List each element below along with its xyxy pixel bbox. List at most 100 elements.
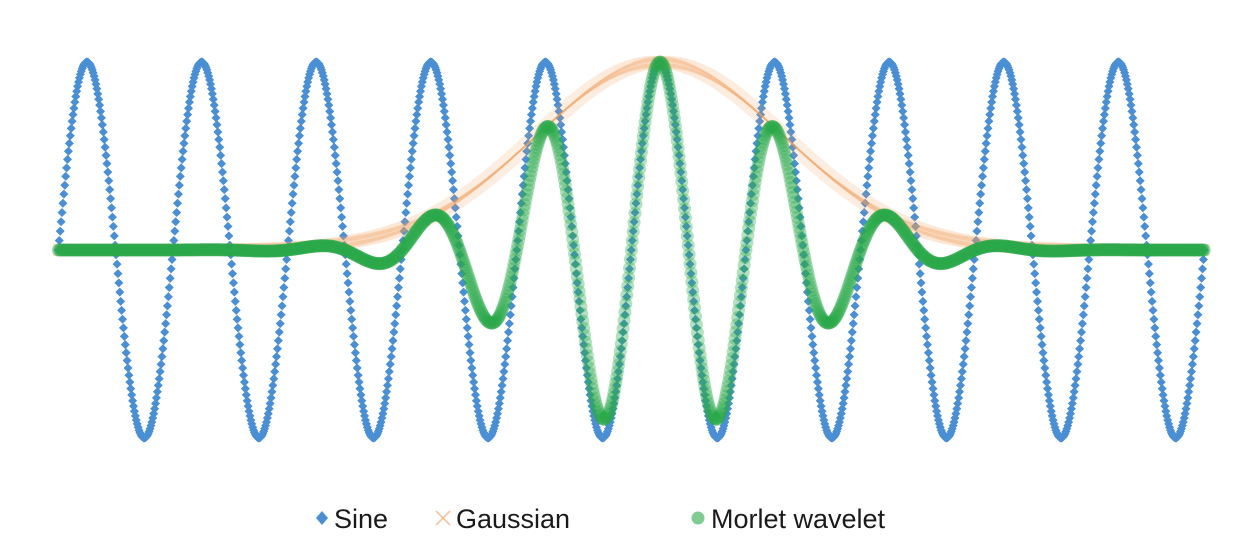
gaussian-point [1104, 243, 1118, 257]
sine-point [167, 254, 177, 264]
gaussian-point [777, 130, 791, 144]
morlet-point [400, 237, 414, 251]
gaussian-point [505, 151, 519, 165]
sine-point [520, 163, 530, 173]
gaussian-point [734, 92, 748, 106]
morlet-point [544, 121, 558, 135]
morlet-point [83, 243, 97, 257]
morlet-point [122, 243, 136, 257]
gaussian-point [968, 236, 982, 250]
sine-point [298, 103, 308, 113]
gaussian-point [450, 194, 464, 208]
sine-point [916, 278, 926, 288]
gaussian-point [1070, 242, 1084, 256]
morlet-point [252, 244, 266, 258]
sine-point [266, 393, 276, 403]
gaussian-point [988, 238, 1002, 252]
morlet-point [248, 244, 262, 258]
sine-point [699, 384, 709, 394]
gaussian-point [481, 171, 495, 185]
sine-point [164, 283, 174, 293]
gaussian-point [325, 237, 340, 251]
gaussian-point [859, 196, 873, 210]
morlet-point [212, 243, 226, 257]
sine-point [269, 374, 279, 384]
morlet-point [181, 243, 195, 257]
gaussian-point [655, 55, 669, 69]
gaussian-point [1072, 242, 1086, 256]
sine-point [978, 163, 988, 173]
sine-point [1070, 380, 1080, 390]
sine-point [1068, 393, 1078, 403]
morlet-point [471, 298, 485, 312]
morlet-point [134, 243, 148, 257]
sine-point [680, 203, 690, 213]
morlet-point [136, 243, 150, 257]
morlet-point [321, 239, 335, 253]
gaussian-point [1087, 243, 1101, 257]
morlet-point [386, 252, 400, 266]
sine-point [1023, 203, 1033, 213]
morlet-point [611, 364, 625, 378]
sine-point [852, 283, 862, 293]
sine-point [505, 310, 515, 320]
morlet-point [570, 269, 584, 283]
sine-point [1127, 106, 1137, 116]
gaussian-point [1056, 242, 1070, 256]
sine-point [58, 198, 68, 208]
sine-point [1153, 348, 1163, 358]
gaussian-point [975, 237, 990, 251]
gaussian-point [204, 243, 218, 257]
gaussian-point [786, 137, 800, 151]
sine-point [812, 370, 822, 380]
gaussian-point [740, 96, 754, 110]
gaussian-point [1168, 243, 1182, 257]
gaussian-point [799, 149, 813, 163]
morlet-point [380, 255, 394, 269]
sine-point [466, 356, 476, 366]
gaussian-point [232, 242, 246, 256]
gaussian-point [706, 71, 720, 85]
gaussian-point [148, 243, 162, 257]
gaussian-point [380, 226, 395, 240]
sine-point [969, 254, 979, 264]
sine-point [325, 106, 335, 116]
gaussian-point [620, 62, 634, 76]
morlet-point [209, 243, 223, 257]
sine-point [926, 370, 936, 380]
gaussian-point [906, 220, 920, 234]
gaussian-point [281, 241, 295, 255]
morlet-point [182, 243, 196, 257]
sine-point [808, 340, 818, 350]
morlet-point [63, 243, 77, 257]
gaussian-point [803, 153, 817, 167]
gaussian-point [320, 238, 334, 252]
gaussian-point [976, 237, 990, 251]
gaussian-point [969, 236, 983, 250]
gaussian-point [206, 243, 220, 257]
gaussian-point [764, 117, 778, 131]
sine-point [443, 134, 453, 144]
gaussian-point [755, 109, 769, 123]
morlet-point [349, 248, 363, 262]
gaussian-point [939, 230, 953, 244]
gaussian-point [1015, 240, 1029, 254]
gaussian-point [212, 243, 226, 257]
gaussian-point [463, 185, 477, 199]
sine-point [1018, 150, 1028, 160]
gaussian-point [674, 58, 688, 72]
sine-point [861, 189, 871, 199]
morlet-point [567, 239, 581, 253]
gaussian-point [307, 239, 321, 253]
gaussian-point [684, 61, 698, 75]
morlet-point [199, 243, 213, 257]
sine-point [911, 221, 921, 231]
gaussian-point [986, 238, 1000, 252]
sine-point [510, 264, 520, 274]
gaussian-point [861, 197, 875, 211]
gaussian-point [426, 208, 440, 222]
gaussian-point [895, 215, 909, 229]
gaussian-point [1057, 242, 1071, 256]
gaussian-point [1118, 243, 1133, 257]
sine-point [1067, 398, 1077, 408]
